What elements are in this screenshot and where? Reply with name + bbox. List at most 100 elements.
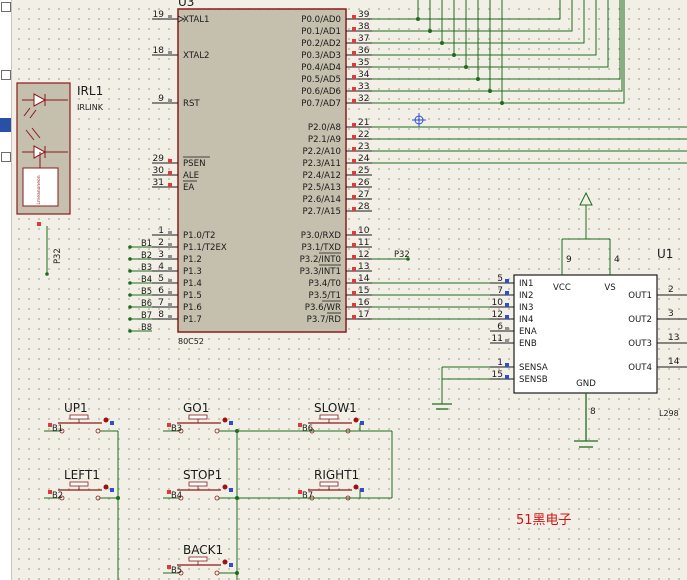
left-scrollbar[interactable]: [0, 0, 12, 580]
l298-pin-4[interactable]: 4VS: [604, 255, 620, 293]
button-net-label: B6: [302, 423, 313, 433]
bus-net-B2: B2: [128, 250, 152, 261]
button-net-label: B3: [171, 423, 182, 433]
l298-body[interactable]: [513, 274, 658, 394]
pin-number: 12: [358, 250, 369, 260]
pin-name: P2.3/A11: [302, 159, 341, 169]
ir-receiver-icon: [22, 127, 68, 168]
scroll-button-mid[interactable]: [1, 152, 11, 162]
bus-net-label: B7: [141, 310, 152, 320]
pin-number: 31: [153, 178, 164, 188]
ir-module-box: [22, 167, 59, 207]
l298-part: L298: [659, 409, 679, 418]
button-array: UP1B1GO1B3SLOW1B6LEFT1B2STOP1B4RIGHT1B7B…: [44, 401, 364, 576]
pin-number: 16: [358, 298, 370, 308]
pin-number: 2: [668, 285, 674, 295]
irlink-irl1[interactable]: IRL1 IRLINK Lmeanoneon P32: [16, 82, 104, 276]
button-label: RIGHT1: [314, 468, 359, 482]
pin-name: XTAL2: [183, 51, 209, 61]
pin-number: 19: [153, 10, 165, 20]
mcu-ref: U3: [178, 0, 194, 9]
pin-name: P3.0/RXD: [301, 231, 342, 241]
pin-number: 33: [358, 82, 369, 92]
pin-number: 34: [358, 70, 370, 80]
pin-name: P1.5: [183, 291, 202, 301]
pin-number: 13: [668, 333, 679, 343]
scroll-button-up[interactable]: [1, 2, 11, 12]
watermark-text: 51黑电子: [516, 513, 572, 528]
mcu-body[interactable]: [177, 8, 347, 333]
mcu-part: 80C52: [178, 337, 204, 346]
scroll-handle[interactable]: [1, 70, 11, 80]
pin-name: ENB: [519, 339, 537, 349]
ir-led-icon: [22, 93, 68, 119]
pin-name: OUT3: [628, 339, 652, 349]
pin-number: 10: [358, 226, 370, 236]
pin-number: 35: [358, 58, 369, 68]
